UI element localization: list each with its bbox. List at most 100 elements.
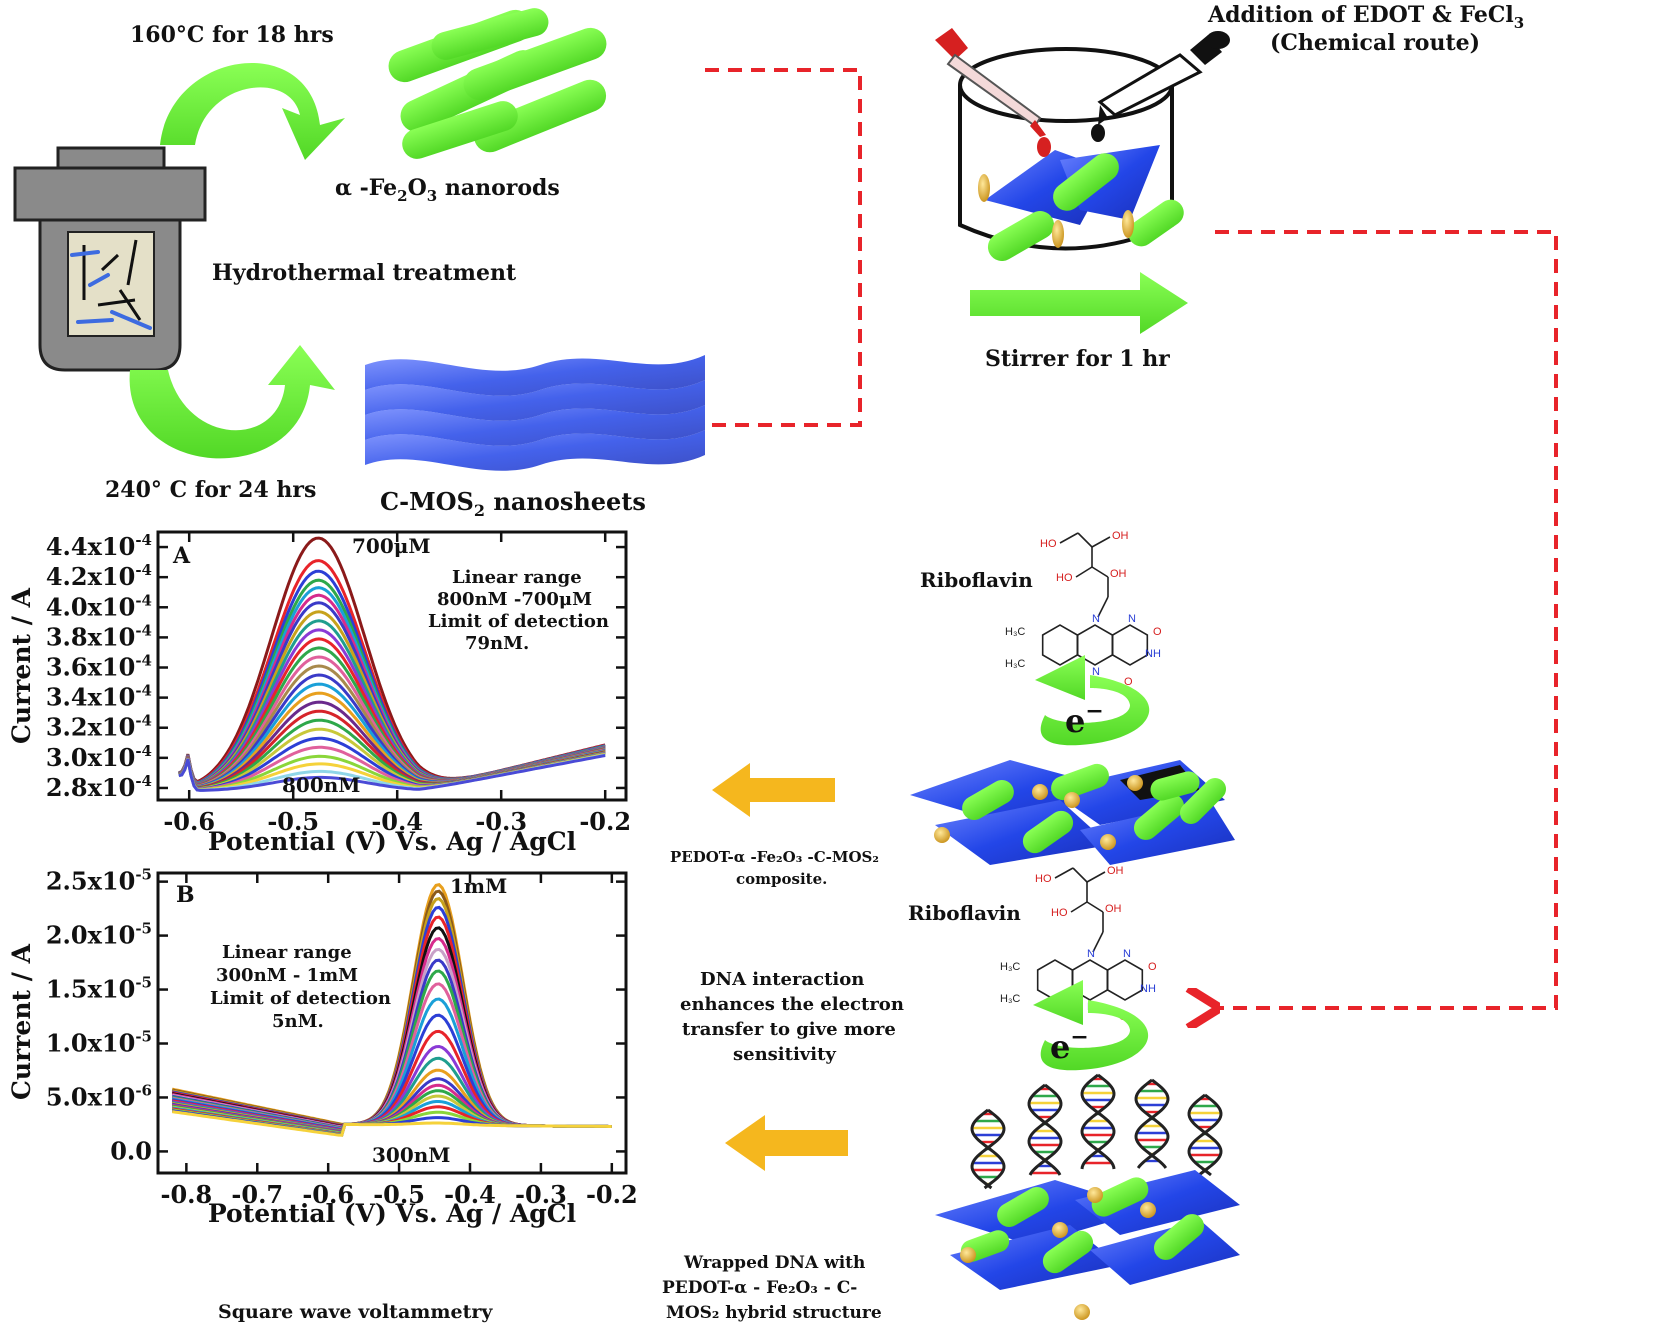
atom-label: OH bbox=[1112, 530, 1129, 542]
backbone bbox=[1080, 1073, 1116, 1170]
x-tick-label: -0.3 bbox=[515, 1180, 567, 1209]
riboflavin-label-top: Riboflavin bbox=[920, 568, 1033, 592]
dna-helix-group bbox=[970, 1073, 1223, 1190]
y-tick-label: 3.4x10-4 bbox=[46, 682, 152, 712]
y-tick-label: 3.6x10-4 bbox=[46, 652, 152, 682]
temp-top-label: 160°C for 18 hrs bbox=[130, 22, 334, 48]
x-tick-label: -0.8 bbox=[161, 1180, 213, 1209]
info-text: 800nM -700μM bbox=[437, 589, 592, 610]
backbone bbox=[1187, 1093, 1223, 1177]
atom-label: O bbox=[1124, 676, 1133, 688]
peak-bottom-label: 300nM bbox=[372, 1143, 450, 1167]
orange-arrow-top-icon bbox=[712, 763, 835, 817]
x-tick-label: -0.7 bbox=[231, 1180, 283, 1209]
wrapped-label-line2: PEDOT-α - Fe₂O₃ - C- bbox=[662, 1278, 857, 1298]
bond bbox=[1091, 536, 1111, 548]
x-tick-label: -0.5 bbox=[373, 1180, 425, 1209]
ring bbox=[1041, 624, 1079, 666]
atom-label: H₃C bbox=[1000, 961, 1020, 973]
nanorods-icon bbox=[388, 8, 607, 159]
ring bbox=[1111, 624, 1149, 666]
dna-label-line3: transfer to give more bbox=[682, 1019, 896, 1040]
autoclave-icon bbox=[13, 146, 207, 372]
info-text: 300nM - 1mM bbox=[216, 965, 358, 986]
atom-label: OH bbox=[1107, 865, 1124, 877]
bond bbox=[1097, 596, 1109, 618]
wrapped-label-line3: MOS₂ hybrid structure bbox=[666, 1303, 882, 1323]
x-axis-label: Potential (V) Vs. Ag / AgCl bbox=[208, 1199, 576, 1228]
info-text: Linear range bbox=[452, 567, 582, 588]
atom-label: OH bbox=[1105, 903, 1122, 915]
x-tick-label: -0.5 bbox=[267, 807, 319, 836]
series-line bbox=[178, 754, 606, 792]
atom-label: N bbox=[1092, 613, 1100, 625]
atom-label: O bbox=[1153, 626, 1162, 638]
curved-arrow-top-icon bbox=[160, 62, 345, 160]
atom-label: HO bbox=[1051, 907, 1068, 919]
y-tick-label: 3.0x10-4 bbox=[46, 742, 152, 772]
series-group bbox=[178, 536, 606, 792]
bond bbox=[1075, 566, 1093, 578]
series-line bbox=[171, 1110, 612, 1137]
atom-label: O bbox=[1148, 961, 1157, 973]
hydrothermal-label: Hydrothermal treatment bbox=[212, 260, 517, 286]
dna-label-line4: sensitivity bbox=[733, 1044, 836, 1065]
chart-b: -0.8-0.7-0.6-0.5-0.4-0.3-0.20.05.0x10-61… bbox=[7, 866, 638, 1228]
swv-label: Square wave voltammetry bbox=[218, 1301, 493, 1323]
bond bbox=[1072, 867, 1088, 883]
bond bbox=[1091, 566, 1109, 578]
y-tick-label: 1.5x10-5 bbox=[46, 974, 152, 1004]
y-tick-label: 2.0x10-5 bbox=[46, 920, 152, 950]
black-dropper-icon bbox=[1091, 31, 1230, 142]
electron-label-top: e− bbox=[1065, 698, 1104, 740]
x-tick-label: -0.6 bbox=[302, 1180, 354, 1209]
y-tick-label: 0.0 bbox=[110, 1136, 152, 1165]
atom-label: HO bbox=[1056, 572, 1073, 584]
bond bbox=[1070, 901, 1088, 913]
y-tick-label: 1.0x10-5 bbox=[46, 1028, 152, 1058]
addition-label-line2: (Chemical route) bbox=[1270, 30, 1480, 56]
wrapped-label-line1: Wrapped DNA with bbox=[683, 1253, 865, 1273]
bond bbox=[1086, 871, 1106, 883]
y-tick-label: 2.5x10-5 bbox=[46, 866, 152, 896]
atom-label: OH bbox=[1110, 568, 1127, 580]
x-tick-label: -0.4 bbox=[444, 1180, 496, 1209]
x-axis-label: Potential (V) Vs. Ag / AgCl bbox=[208, 827, 576, 856]
x-tick-label: -0.4 bbox=[371, 807, 423, 836]
atom-label: N bbox=[1087, 948, 1095, 960]
backbone bbox=[970, 1108, 1006, 1190]
dna-helix-icon bbox=[1187, 1093, 1223, 1177]
series-group bbox=[171, 883, 612, 1137]
nanosheets-icon bbox=[365, 355, 705, 471]
x-tick-label: -0.2 bbox=[586, 1180, 638, 1209]
peak-top-label: 700μM bbox=[352, 534, 431, 558]
stirrer-label: Stirrer for 1 hr bbox=[985, 346, 1170, 372]
stirrer-arrow-icon bbox=[970, 272, 1188, 334]
info-text: Linear range bbox=[222, 942, 352, 963]
dashed-connector-right bbox=[1212, 230, 1558, 1008]
hybrid-structure-icon bbox=[935, 1170, 1240, 1320]
panel-label: B bbox=[176, 882, 195, 908]
bond bbox=[1054, 867, 1074, 879]
electron-label-bottom: e− bbox=[1050, 1024, 1089, 1066]
dna-label-line1: DNA interaction bbox=[700, 969, 864, 990]
backbone bbox=[1134, 1078, 1170, 1169]
atom-label: N bbox=[1092, 666, 1100, 678]
backbone bbox=[1027, 1083, 1063, 1176]
dna-helix-icon bbox=[1027, 1083, 1063, 1176]
dna-label-line2: enhances the electron bbox=[680, 994, 904, 1015]
x-tick-label: -0.2 bbox=[579, 807, 631, 836]
addition-label-line1: Addition of EDOT & FeCl3 bbox=[1207, 2, 1524, 32]
atom-label: NH bbox=[1140, 983, 1156, 995]
atom-label: N bbox=[1128, 613, 1136, 625]
info-text: Limit of detection bbox=[428, 611, 609, 632]
bond bbox=[1092, 931, 1104, 953]
bond bbox=[1086, 901, 1104, 913]
y-axis-label: Current / A bbox=[7, 943, 36, 1100]
composite-label-line2: composite. bbox=[736, 870, 827, 888]
plot-frame bbox=[156, 530, 628, 802]
chart-a: -0.6-0.5-0.4-0.3-0.22.8x10-43.0x10-43.2x… bbox=[7, 530, 631, 856]
info-text: 79nM. bbox=[465, 633, 529, 654]
